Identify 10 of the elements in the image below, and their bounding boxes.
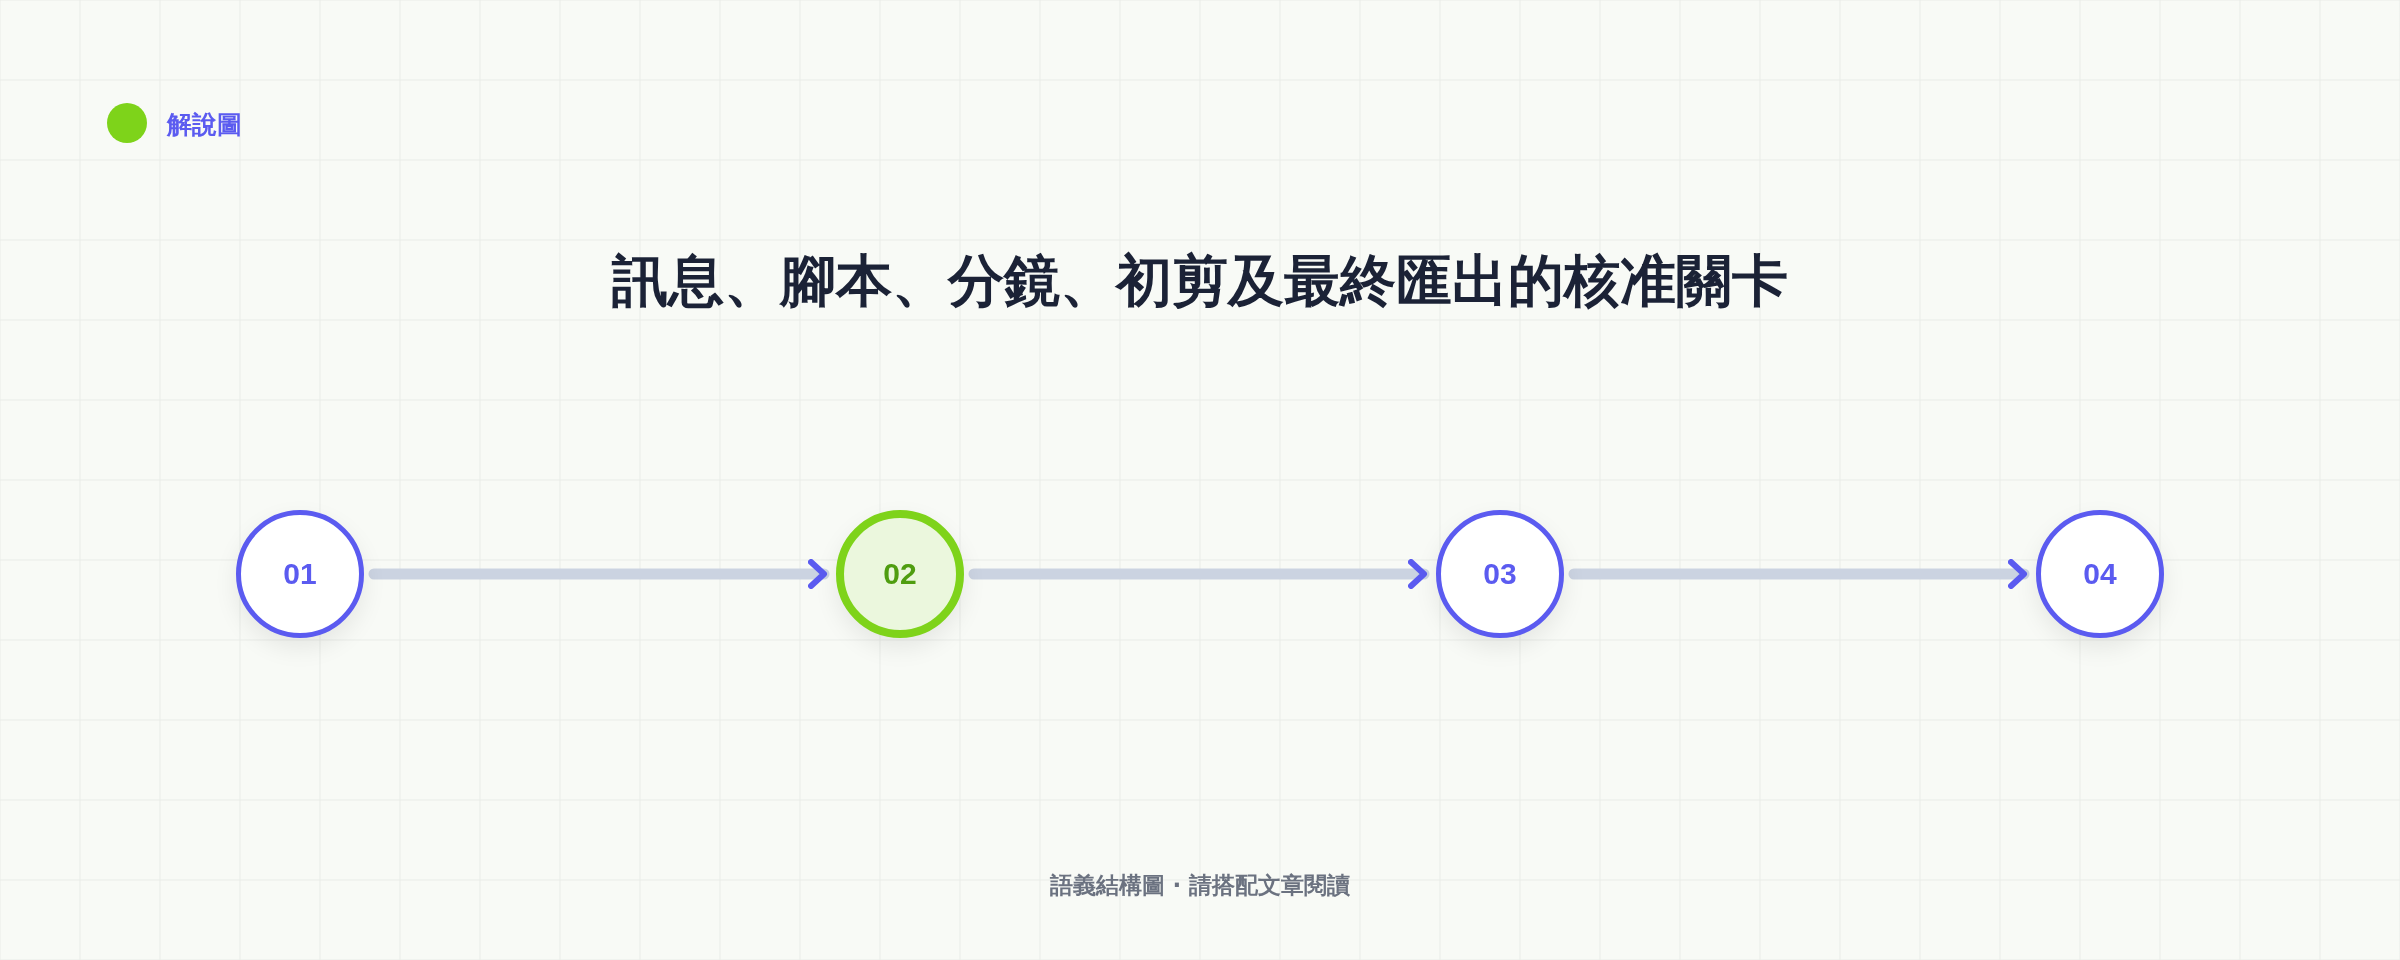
step-number: 04: [2083, 557, 2117, 591]
arrow: [968, 559, 1430, 589]
step-number: 02: [883, 557, 917, 591]
title: 訊息、腳本、分鏡、初剪及最終匯出的核准關卡: [610, 247, 1789, 315]
step-number: 01: [283, 557, 317, 591]
step-number: 03: [1483, 557, 1517, 591]
arrow: [368, 559, 830, 589]
arrow: [1568, 559, 2030, 589]
caption: 語義結構圖 · 請搭配文章閱讀: [1048, 871, 1352, 900]
header-label: 解說圖: [167, 109, 242, 141]
